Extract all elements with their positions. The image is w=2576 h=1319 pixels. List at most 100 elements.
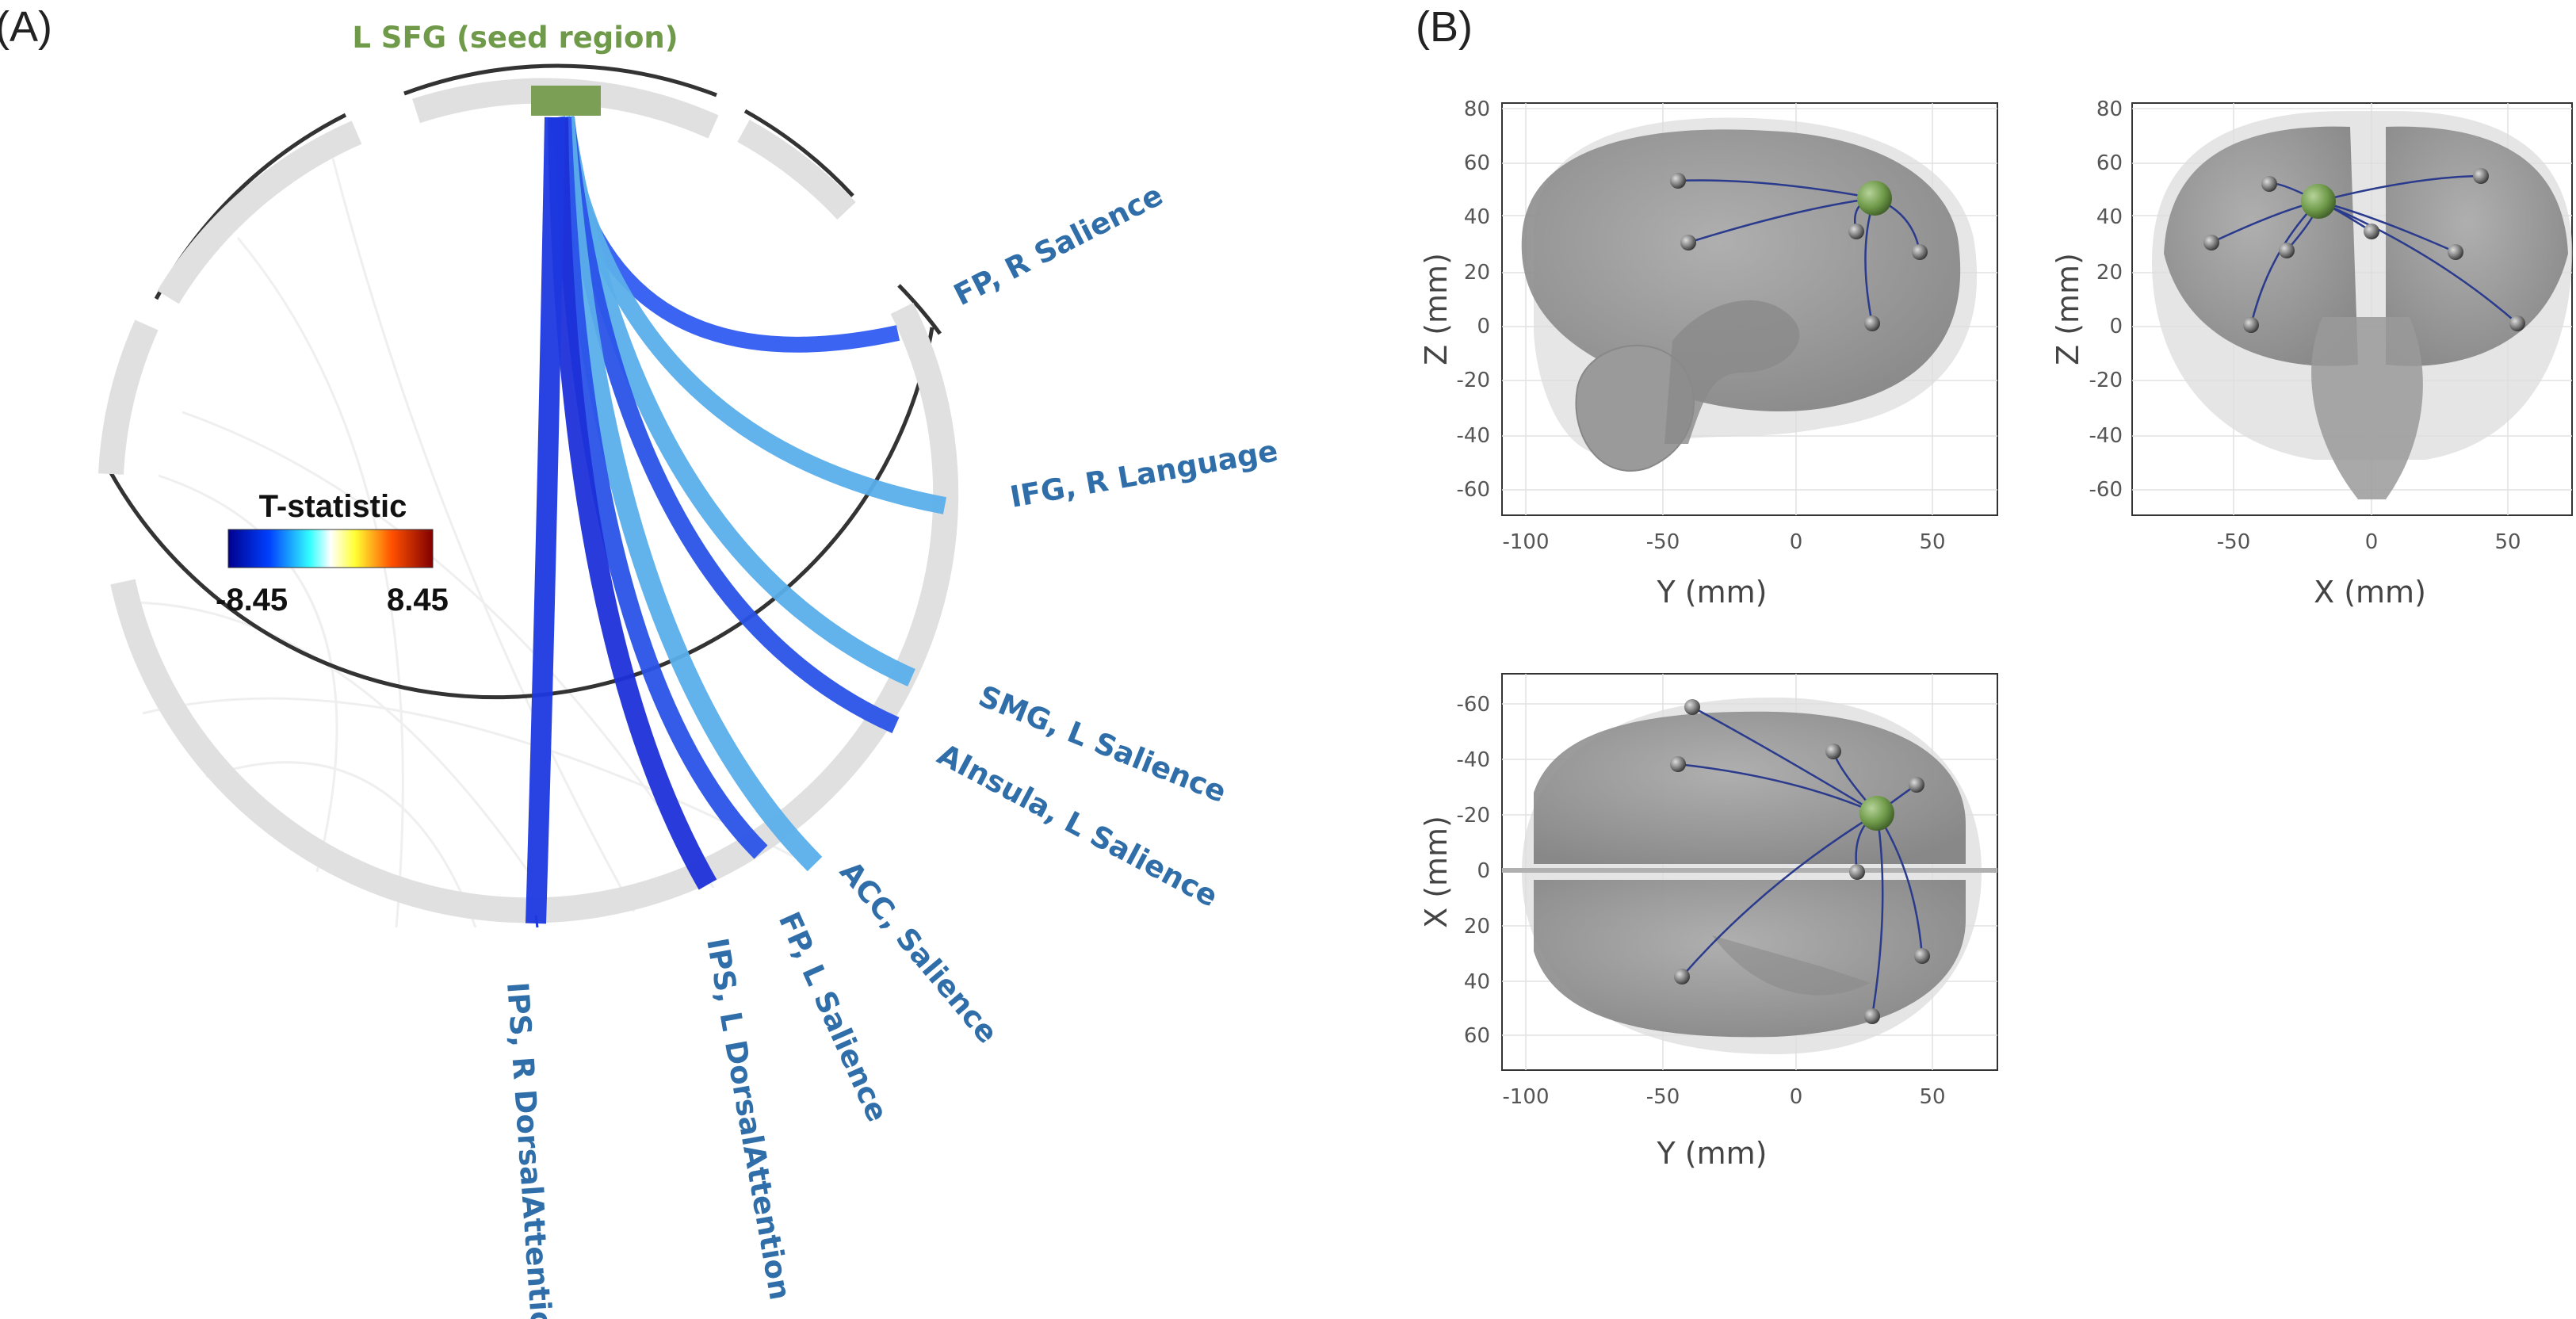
sag-net-node	[1864, 315, 1880, 331]
roi-label-ips-l-dorsalattention: IPS, L DorsalAttention	[700, 935, 797, 1302]
svg-text:0: 0	[1477, 859, 1490, 883]
cor-net-node	[2473, 168, 2489, 184]
axial-network	[1670, 699, 1930, 1024]
background-chords	[126, 158, 793, 928]
axial-ylabel: X (mm)	[1419, 816, 1454, 928]
svg-text:0: 0	[2109, 315, 2123, 338]
panel-b: (B) 80 60 40 20	[1416, 3, 2573, 1171]
panel-a: (A) L SFG (	[0, 3, 1280, 1319]
svg-text:-60: -60	[1457, 693, 1490, 717]
svg-text:-100: -100	[1502, 1085, 1549, 1109]
sag-net-node	[1680, 235, 1696, 250]
svg-text:60: 60	[1464, 1024, 1490, 1048]
ax-net-edge	[1871, 812, 1884, 1017]
sag-net-node	[1670, 173, 1686, 189]
svg-text:0: 0	[1477, 315, 1490, 338]
ax-net-node	[1909, 777, 1924, 793]
cor-net-node	[2364, 224, 2379, 239]
svg-text:40: 40	[1464, 205, 1490, 229]
cor-net-edge	[2318, 200, 2518, 324]
colorbar-max-label: 8.45	[387, 583, 449, 617]
chord-ips-r-dorsalattention	[526, 117, 565, 924]
svg-text:60: 60	[2096, 151, 2123, 175]
svg-text:-50: -50	[1646, 530, 1680, 554]
ax-net-edge	[1681, 812, 1878, 977]
svg-text:-20: -20	[2089, 369, 2123, 392]
chord-tail-ips-r-dorsalattention	[534, 915, 539, 928]
roi-label-acc-salience: ACC, Salience	[833, 854, 1004, 1049]
svg-text:0: 0	[1790, 530, 1803, 554]
roi-label-fp-l-salience: FP, L Salience	[772, 907, 895, 1126]
ax-net-edge	[1691, 705, 1878, 815]
significant-chords	[526, 116, 947, 928]
ring-segment-top-right	[737, 119, 856, 220]
cor-net-node	[2261, 176, 2277, 192]
chord-ips-l-dorsalattention	[548, 117, 717, 890]
coronal-yticks: 80 60 40 20 0 -20 -40 -60	[2089, 97, 2123, 502]
axial-yticks: -60 -40 -20 0 20 40 60	[1457, 693, 1490, 1048]
svg-text:60: 60	[1464, 151, 1490, 175]
roi-label-ips-r-dorsalattention: IPS, R DorsalAttention	[500, 981, 560, 1319]
sagittal-ylabel: Z (mm)	[1419, 253, 1454, 365]
cor-net-node	[2279, 243, 2295, 258]
sagittal-xlabel: Y (mm)	[1657, 575, 1768, 610]
sagittal-view: 80 60 40 20 0 -20 -40 -60 -100 -50 0 50 …	[1419, 97, 1998, 610]
svg-text:50: 50	[2494, 530, 2521, 554]
axial-xticks: -100 -50 0 50	[1502, 1085, 1945, 1109]
colorbar-gradient	[227, 529, 434, 568]
ax-net-node	[1684, 699, 1700, 715]
svg-text:50: 50	[1919, 530, 1945, 554]
colorbar-min-label: -8.45	[216, 583, 288, 617]
svg-text:0: 0	[2365, 530, 2379, 554]
ring-segment-left	[98, 319, 159, 475]
colorbar-title: T-statistic	[259, 489, 407, 524]
cor-net-seed-node	[2301, 184, 2336, 219]
sagittal-xticks: -100 -50 0 50	[1502, 530, 1945, 554]
svg-text:40: 40	[2096, 205, 2123, 229]
cor-net-node	[2509, 315, 2525, 331]
axial-view: -60 -40 -20 0 20 40 60 -100 -50 0 50 Y (…	[1419, 673, 1998, 1171]
svg-text:40: 40	[1464, 970, 1490, 994]
panel-a-label: (A)	[0, 3, 52, 51]
axial-brain	[1502, 698, 1997, 1054]
svg-text:80: 80	[1464, 97, 1490, 121]
ax-net-node	[1914, 948, 1930, 964]
ax-net-node	[1864, 1008, 1880, 1024]
cor-net-node	[2243, 317, 2259, 333]
svg-text:20: 20	[2096, 261, 2123, 285]
svg-text:20: 20	[1464, 261, 1490, 285]
coronal-view: 80 60 40 20 0 -20 -40 -60 -50 0 50 X (mm…	[2050, 97, 2573, 610]
coronal-xticks: -50 0 50	[2217, 530, 2521, 554]
sag-net-seed-node	[1857, 181, 1892, 216]
svg-text:-100: -100	[1502, 530, 1549, 554]
svg-text:-40: -40	[1457, 748, 1490, 772]
colorbar: T-statistic -8.45 8.45	[216, 489, 449, 617]
ring-segments	[98, 78, 959, 923]
ax-net-edge	[1677, 763, 1878, 815]
svg-text:-50: -50	[2217, 530, 2250, 554]
sag-net-edge	[1687, 197, 1875, 244]
sagittal-yticks: 80 60 40 20 0 -20 -40 -60	[1457, 97, 1490, 502]
svg-text:-20: -20	[1457, 804, 1490, 828]
cor-net-edge	[2318, 174, 2482, 203]
coronal-ylabel: Z (mm)	[2050, 253, 2085, 365]
sagittal-network	[1670, 173, 1928, 331]
svg-text:0: 0	[1790, 1085, 1803, 1109]
ring-segment-upper-left	[157, 120, 362, 304]
cor-net-node	[2448, 244, 2463, 260]
svg-text:80: 80	[2096, 97, 2123, 121]
svg-text:-40: -40	[1457, 424, 1490, 448]
svg-text:20: 20	[1464, 915, 1490, 939]
ax-net-seed-node	[1859, 796, 1894, 831]
sag-net-node	[1848, 224, 1864, 239]
seed-region-label: L SFG (seed region)	[352, 21, 678, 55]
coronal-network	[2203, 168, 2525, 333]
cor-net-node	[2203, 235, 2219, 250]
ring-segment-right	[110, 302, 959, 923]
roi-label-fp-r-salience: FP, R Salience	[949, 178, 1168, 312]
ax-net-node	[1674, 969, 1690, 984]
svg-text:-50: -50	[1646, 1085, 1680, 1109]
svg-text:-60: -60	[1457, 478, 1490, 502]
svg-text:-60: -60	[2089, 478, 2123, 502]
